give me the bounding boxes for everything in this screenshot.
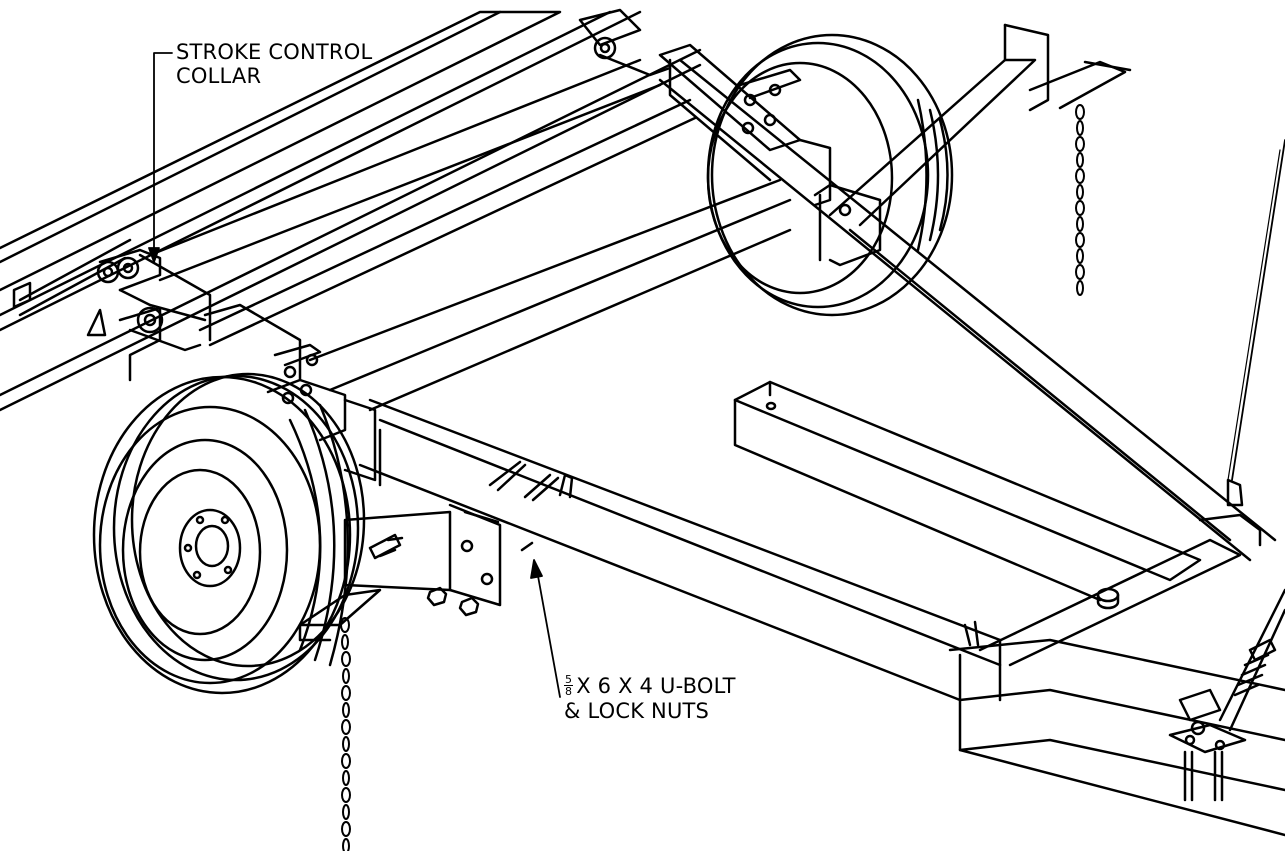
left-chain [340, 617, 351, 851]
tongue-a-frame [358, 58, 1285, 837]
stroke-control-collar-callout: STROKE CONTROL COLLAR [176, 40, 372, 88]
stroke-control-line1: STROKE CONTROL [176, 40, 373, 64]
left-wheel [92, 372, 366, 695]
cross-beams [148, 58, 792, 412]
u-bolt-fraction: 5 8 [564, 672, 574, 698]
fraction-denominator: 8 [565, 684, 573, 698]
callout-leaders [148, 52, 561, 698]
right-wheel [706, 33, 954, 317]
stroke-control-line2: COLLAR [176, 64, 262, 88]
jack-stand [1168, 139, 1285, 802]
fraction-numerator: 5 [564, 672, 574, 686]
right-chain [1075, 104, 1085, 296]
right-upper-arm [828, 23, 1132, 227]
u-bolt-size-text: X 6 X 4 U-BOLT [576, 674, 736, 698]
left-wheel-bracket [86, 248, 502, 642]
diagonal-brace [963, 538, 1242, 667]
u-bolt-line2: & LOCK NUTS [564, 698, 710, 723]
center-beam [733, 380, 1202, 602]
u-bolt-line1: 5 8 X 6 X 4 U-BOLT [564, 674, 736, 699]
u-bolt-callout: 5 8 X 6 X 4 U-BOLT & LOCK NUTS [564, 674, 736, 723]
right-wheel-bracket [578, 8, 882, 267]
u-bolt-pins [488, 460, 574, 552]
